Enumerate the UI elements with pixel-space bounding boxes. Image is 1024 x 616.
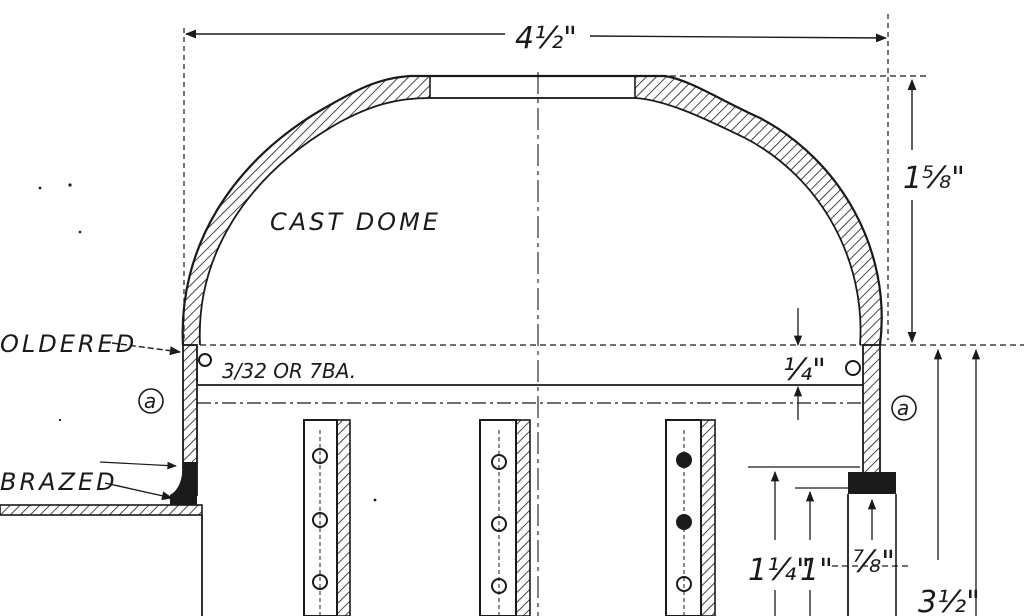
- soldered-label: OLDERED: [0, 330, 137, 358]
- soldered-leader: [111, 342, 182, 356]
- overall-width-label: 4½": [515, 21, 577, 56]
- body-walls: [0, 344, 897, 616]
- stay-tube-left: [303, 419, 351, 616]
- fastener-note: 3/32 OR 7BA.: [222, 359, 356, 383]
- brazed-label: BRAZED: [0, 468, 118, 496]
- stay-tube-right: [665, 419, 716, 616]
- brazed-leader: [104, 482, 174, 501]
- section-mark-left: a: [138, 388, 164, 414]
- dome-height-dimension: 1⅝": [640, 75, 965, 344]
- flange-gap-dimension: ¼": [783, 308, 826, 420]
- svg-text:a: a: [897, 396, 909, 420]
- svg-text:a: a: [144, 389, 156, 413]
- overall-width-dimension: 4½": [183, 14, 889, 340]
- dome-height-label: 1⅝": [903, 161, 965, 196]
- dim-1-1-4-label: 1¼": [748, 553, 810, 588]
- dim-3-1-2-label: 3½": [918, 585, 980, 616]
- scan-specks: [38, 183, 377, 502]
- cast-dome-label: CAST DOME: [270, 208, 441, 236]
- dim-7-8-label: ⅞": [852, 545, 895, 580]
- stay-tube-center: [479, 419, 531, 616]
- section-mark-right: a: [891, 395, 917, 421]
- flange-gap-label: ¼": [783, 353, 826, 388]
- dim-1-label: 1": [800, 553, 833, 588]
- right-dimensions: 1¼" 1" ⅞" 3½": [748, 348, 981, 616]
